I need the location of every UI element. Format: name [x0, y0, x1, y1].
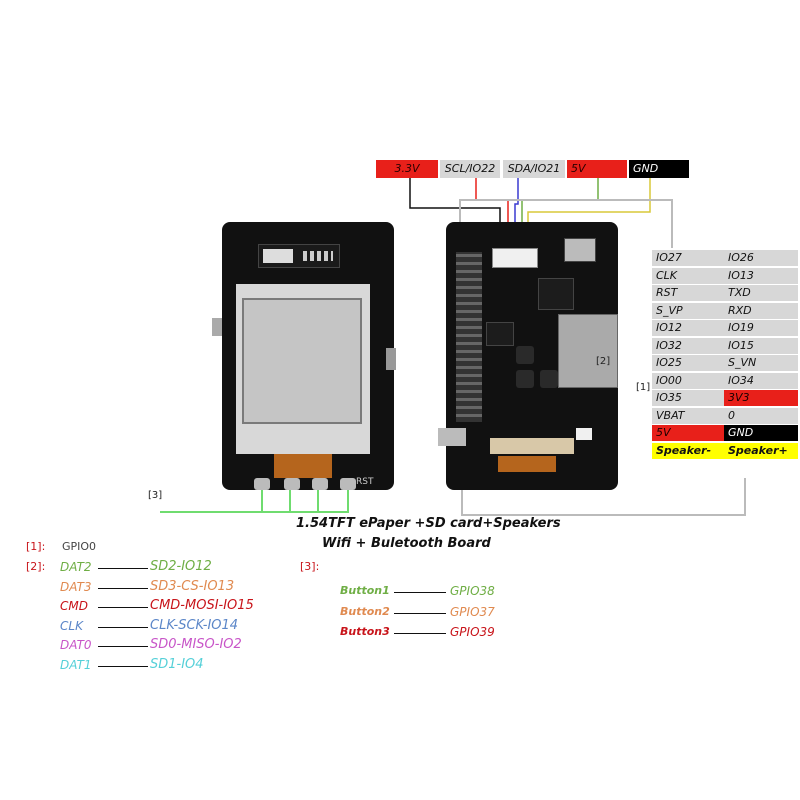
legend-2-gpio: CLK-SCK-IO14	[150, 617, 239, 633]
header-socket	[258, 244, 340, 268]
screen-ribbon	[498, 456, 556, 472]
antenna-module	[564, 238, 596, 262]
legend-2-tag: [2]:	[26, 560, 46, 573]
legend-3-button: Button2	[340, 604, 390, 618]
header-pin-scl: SCL/IO22	[440, 160, 500, 178]
pin-clk: CLK	[652, 267, 726, 284]
legend-1-tag: [1]:	[26, 540, 46, 553]
legend-3-button: Button3	[340, 625, 390, 638]
legend-2-signal: DAT1	[60, 657, 92, 672]
legend-2-signal: CMD	[60, 599, 88, 613]
button-rst[interactable]	[340, 478, 356, 490]
esp32-chip	[538, 278, 574, 310]
inductor-3	[540, 370, 558, 388]
pin-0: 0	[724, 407, 798, 424]
marker-2: [2]	[596, 356, 611, 367]
button-3[interactable]	[312, 478, 328, 490]
legend-3-gpio: GPIO38	[450, 584, 495, 598]
header-pin-gnd: GND	[629, 160, 689, 178]
pin-io26: IO26	[724, 250, 798, 266]
epaper-screen	[242, 298, 362, 424]
marker-1: [1]	[636, 382, 651, 393]
board-title-line2: Wifi + Buletooth Board	[322, 536, 491, 551]
inductor-1	[516, 346, 534, 364]
pin-header-strip	[456, 252, 482, 422]
pin-speaker-: Speaker-	[652, 442, 726, 459]
pin-io19: IO19	[724, 320, 798, 336]
legend-3-connector-line	[394, 633, 446, 634]
side-tab	[212, 318, 222, 336]
legend-3-connector-line	[394, 592, 446, 593]
fpc-connector	[490, 438, 574, 454]
pin-io32: IO32	[652, 337, 726, 354]
pin-io35: IO35	[652, 390, 726, 406]
pin-io27: IO27	[652, 250, 726, 266]
pin-io25: IO25	[652, 355, 726, 371]
legend-2-gpio: CMD-MOSI-IO15	[150, 598, 254, 613]
pin-io34: IO34	[724, 372, 798, 389]
pin-s-vp: S_VP	[652, 302, 726, 319]
legend-2-gpio: SD1-IO4	[150, 656, 204, 672]
header-pin-3v3: 3.3V	[376, 160, 438, 178]
board-title-line1: 1.54TFT ePaper +SD card+Speakers	[296, 516, 561, 531]
sd-card-slot	[558, 314, 618, 388]
pin-rst: RST	[652, 285, 726, 301]
legend-2-signal: DAT0	[60, 638, 92, 652]
front-board	[222, 222, 396, 490]
i2c-connector	[492, 248, 538, 268]
inductor-2	[516, 370, 534, 388]
pin-io00: IO00	[652, 372, 726, 389]
pin-gnd: GND	[724, 425, 798, 441]
legend-1-value: GPIO0	[62, 540, 97, 553]
battery-connector	[576, 428, 592, 440]
back-board	[438, 222, 618, 490]
legend-3-connector-line	[394, 612, 446, 614]
legend-2-signal: DAT2	[60, 560, 92, 574]
pin-txd: TXD	[724, 285, 798, 301]
pin-3v3: 3V3	[724, 390, 798, 406]
marker-3: [3]	[148, 490, 163, 501]
legend-2-connector-line	[98, 626, 148, 628]
pin-rxd: RXD	[724, 302, 798, 319]
pin-io13: IO13	[724, 267, 798, 284]
legend-2-gpio: SD3-CS-IO13	[150, 578, 235, 594]
pin-vbat: VBAT	[652, 407, 726, 424]
button-1[interactable]	[254, 478, 270, 490]
legend-2-connector-line	[98, 607, 148, 608]
button-2[interactable]	[284, 478, 300, 490]
legend-2-connector-line	[98, 587, 148, 589]
rst-label: RST	[356, 477, 374, 487]
usb-port	[386, 348, 396, 370]
legend-2-gpio: SD2-IO12	[150, 559, 212, 574]
wire-buttons	[160, 490, 291, 513]
header-pin-5v: 5V	[567, 160, 627, 178]
wire-buttons-2	[290, 490, 349, 513]
micro-usb	[438, 428, 466, 446]
legend-3-gpio: GPIO37	[450, 604, 495, 619]
legend-2-signal: CLK	[60, 618, 83, 633]
pin-speaker-: Speaker+	[724, 442, 798, 459]
epaper-flex	[274, 454, 332, 478]
legend-2-gpio: SD0-MISO-IO2	[150, 637, 242, 652]
legend-3-gpio: GPIO39	[450, 625, 495, 639]
legend-3-button: Button1	[340, 584, 390, 597]
legend-3-tag: [3]:	[300, 560, 320, 573]
legend-2-connector-line	[98, 646, 148, 647]
legend-2-connector-line	[98, 665, 148, 667]
pin-5v: 5V	[652, 425, 726, 441]
legend-2-signal: DAT3	[60, 579, 92, 594]
header-pin-sda: SDA/IO21	[503, 160, 565, 178]
pin-io15: IO15	[724, 337, 798, 354]
pin-io12: IO12	[652, 320, 726, 336]
pin-s-vn: S_VN	[724, 355, 798, 371]
legend-2-connector-line	[98, 568, 148, 569]
audio-chip	[486, 322, 514, 346]
